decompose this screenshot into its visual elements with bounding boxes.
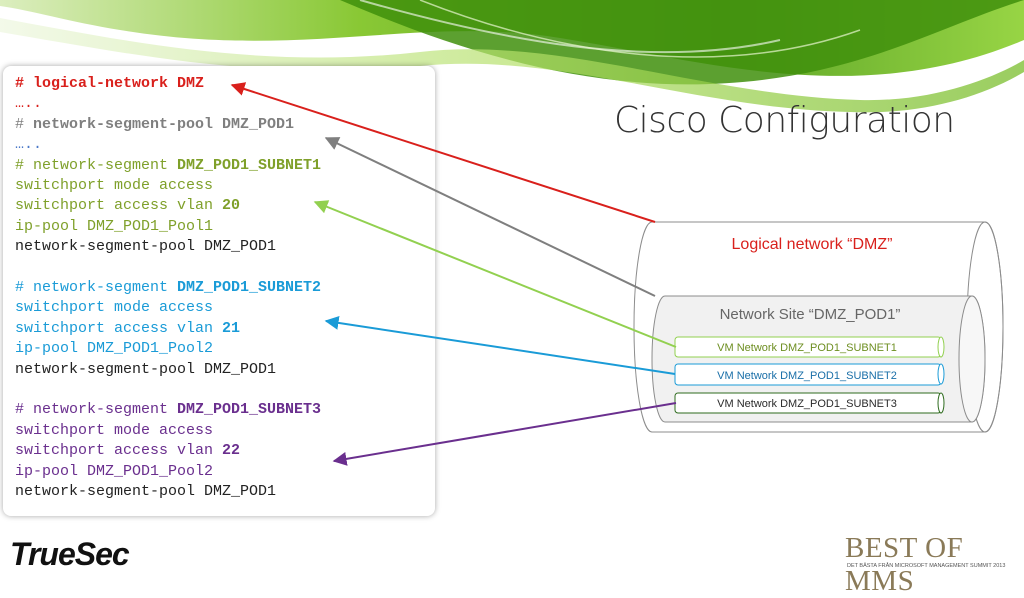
arrow-logical-network: [230, 82, 656, 223]
vm-network-subnet2-label: VM Network DMZ_POD1_SUBNET2: [717, 370, 897, 382]
code-token: DMZ_POD1_SUBNET3: [177, 401, 322, 419]
vm-network-subnet1-label: VM Network DMZ_POD1_SUBNET1: [717, 342, 897, 354]
code-token: # network-segment: [15, 401, 178, 419]
vm-network-subnet3-label: VM Network DMZ_POD1_SUBNET3: [717, 398, 897, 410]
code-token: network-segment-pool DMZ_POD1: [15, 483, 277, 500]
green-swoosh-decoration: [0, 0, 1024, 113]
code-line: # network-segment-pool DMZ_POD1: [15, 115, 294, 135]
code-token: ip-pool DMZ_POD1_Pool1: [15, 217, 214, 235]
code-line: …..: [15, 94, 42, 114]
code-token: #: [15, 115, 34, 133]
code-line: switchport mode access: [15, 176, 213, 196]
truesec-logo: TrueSec: [10, 536, 130, 572]
code-token: switchport access vlan: [15, 319, 223, 337]
code-line: switchport access vlan 20: [15, 196, 240, 216]
code-token: network-segment-pool DMZ_POD1: [33, 115, 295, 133]
best-of-mms-logo-subtitle: DET BÄSTA FRÅN MICROSOFT MANAGEMENT SUMM…: [847, 563, 1006, 569]
code-token: # network-segment: [15, 279, 178, 296]
code-token: switchport mode access: [15, 177, 214, 194]
code-line: switchport access vlan 22: [15, 441, 240, 461]
code-token: switchport access vlan: [15, 197, 223, 215]
code-line: # network-segment DMZ_POD1_SUBNET1: [15, 156, 321, 176]
code-line: switchport mode access: [15, 421, 213, 441]
vm-network-subnet3: VM Network DMZ_POD1_SUBNET3: [674, 392, 945, 414]
arrow-subnet2: [324, 315, 676, 375]
code-token: 21: [222, 319, 241, 337]
code-line: ip-pool DMZ_POD1_Pool1: [15, 217, 213, 237]
code-token: DMZ_POD1_SUBNET2: [177, 279, 322, 296]
code-line: ip-pool DMZ_POD1_Pool2: [15, 339, 213, 359]
best-of-mms-logo: BEST OF MMS DET BÄSTA FRÅN MICROSOFT MAN…: [845, 532, 1020, 597]
code-token: 22: [222, 442, 241, 460]
code-line: network-segment-pool DMZ_POD1: [15, 360, 276, 380]
code-line: switchport access vlan 21: [15, 319, 240, 339]
arrow-network-segment-pool: [324, 137, 656, 297]
arrow-subnet1: [313, 200, 677, 348]
network-diagram: Logical network “DMZ” Network Site “DMZ_…: [230, 82, 1004, 466]
code-token: switchport access vlan: [15, 442, 223, 460]
code-line: switchport mode access: [15, 298, 213, 318]
code-line: # network-segment DMZ_POD1_SUBNET3: [15, 400, 321, 420]
code-token: # logical-network DMZ: [15, 75, 205, 92]
slide-title: Cisco Configuration: [614, 100, 955, 141]
code-token: ip-pool DMZ_POD1_Pool2: [15, 462, 214, 480]
code-line: ip-pool DMZ_POD1_Pool2: [15, 462, 213, 482]
code-token: …..: [15, 136, 43, 154]
code-token: DMZ_POD1_SUBNET1: [177, 156, 322, 174]
code-token: network-segment-pool DMZ_POD1: [15, 360, 277, 378]
code-token: # network-segment: [15, 156, 178, 174]
network-site-label: Network Site “DMZ_POD1”: [720, 306, 901, 323]
code-token: 20: [222, 197, 241, 215]
code-token: switchport mode access: [15, 299, 214, 317]
code-token: switchport mode access: [15, 421, 214, 439]
code-line: network-segment-pool DMZ_POD1: [15, 482, 276, 502]
code-token: …..: [15, 95, 43, 113]
arrow-subnet3: [332, 402, 677, 466]
vm-network-subnet2: VM Network DMZ_POD1_SUBNET2: [674, 363, 945, 386]
code-line: network-segment-pool DMZ_POD1: [15, 237, 276, 257]
code-line: # logical-network DMZ: [15, 74, 204, 94]
code-line: # network-segment DMZ_POD1_SUBNET2: [15, 278, 321, 298]
vm-network-subnet1: VM Network DMZ_POD1_SUBNET1: [674, 336, 945, 358]
code-line: …..: [15, 135, 42, 155]
code-token: ip-pool DMZ_POD1_Pool2: [15, 340, 214, 358]
network-site-cylinder: [651, 295, 986, 423]
code-token: network-segment-pool DMZ_POD1: [15, 238, 277, 256]
logical-network-label: Logical network “DMZ”: [732, 236, 893, 253]
cisco-config-code-panel: # logical-network DMZ…..# network-segmen…: [3, 66, 435, 516]
